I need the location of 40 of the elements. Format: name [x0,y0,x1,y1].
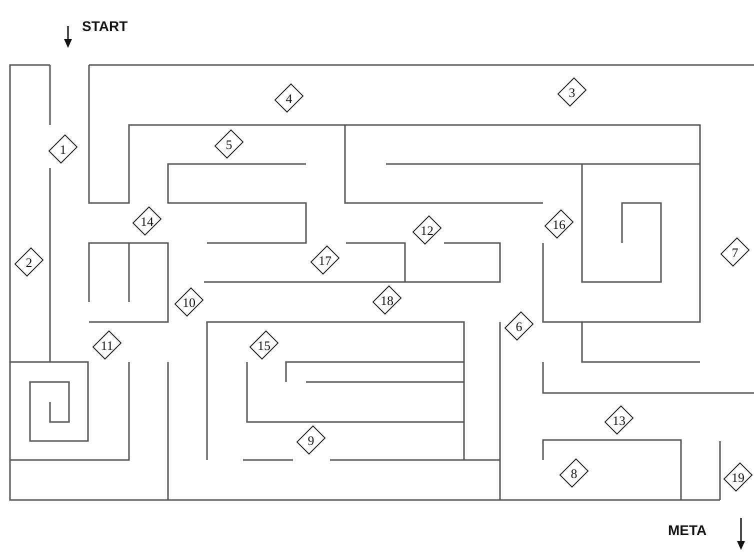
marker-number: 7 [732,246,738,258]
diamond-marker [604,405,634,435]
marker-number: 3 [568,86,576,98]
diamond-marker [504,311,534,341]
diamond-marker [720,237,750,267]
diamond-marker [372,285,402,315]
marker-number: 12 [420,224,434,236]
diamond-marker [249,330,279,360]
marker-number: 6 [516,320,522,332]
diamond-marker [412,215,442,245]
marker-number: 4 [286,92,292,104]
diamond-marker [48,134,78,164]
maze-label: START [82,18,128,34]
marker-number: 15 [258,338,270,352]
marker-number: 13 [612,414,626,426]
marker-number: 9 [308,434,314,446]
diamond-marker [274,83,304,113]
marker-number: 8 [570,466,578,480]
marker-number: 2 [26,256,32,268]
marker-number: 1 [60,142,66,156]
marker-number: 18 [380,294,394,306]
diamond-marker [310,245,340,275]
marker-number: 11 [100,338,114,352]
diamond-marker [296,425,326,455]
diamond-marker [544,209,574,239]
maze-label: META [668,522,707,538]
diamond-marker [92,330,122,360]
marker-number: 14 [140,214,154,228]
diamond-marker [14,247,44,277]
diamond-marker [559,458,589,488]
diamond-marker [214,129,244,159]
diamond-marker [723,462,753,492]
marker-number: 16 [552,218,566,230]
diamond-marker [132,206,162,236]
marker-number: 10 [182,296,196,308]
marker-number: 5 [226,138,232,150]
diamond-marker [557,77,587,107]
marker-number: 19 [732,470,744,484]
marker-number: 17 [318,254,332,266]
diamond-marker [174,287,204,317]
